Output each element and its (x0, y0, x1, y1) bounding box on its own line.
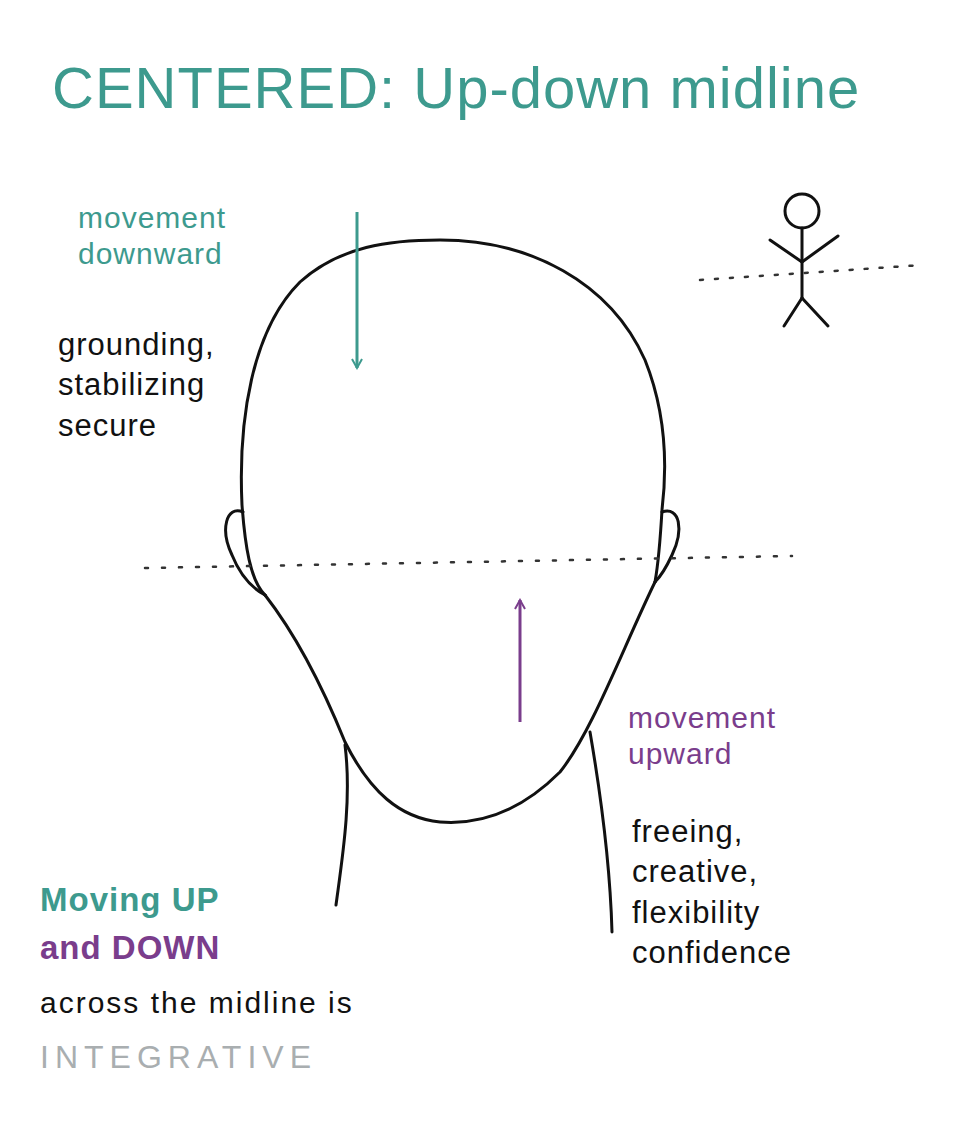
stick-figure-head (785, 194, 819, 228)
summary-note: INTEGRATIVE (40, 1038, 317, 1076)
diagram-title: CENTERED: Up-down midline (52, 52, 860, 125)
head-outline (241, 240, 664, 595)
summary-note: across the midline is (40, 985, 354, 1021)
midline-dotted (145, 556, 792, 568)
effect-note: grounding, stabilizing secure (58, 325, 215, 446)
summary-note: Moving UP (40, 880, 220, 920)
stick-figure-leg (784, 298, 802, 326)
stick-figure-leg (802, 298, 828, 326)
left-ear (226, 511, 265, 595)
figure-midline-dotted (700, 265, 922, 280)
neck-right (590, 732, 612, 932)
jaw-outline (265, 582, 655, 822)
right-ear (655, 511, 679, 582)
stick-figure-arm (802, 236, 838, 262)
movement-label: movement upward (628, 700, 776, 772)
movement-label: movement downward (78, 200, 226, 272)
effect-note: freeing, creative, flexibility confidenc… (632, 812, 792, 973)
stick-figure-arm (770, 240, 802, 262)
down-arrow (356, 212, 359, 368)
up-arrow (519, 600, 522, 722)
summary-note: and DOWN (40, 928, 220, 968)
neck-left (336, 745, 347, 905)
